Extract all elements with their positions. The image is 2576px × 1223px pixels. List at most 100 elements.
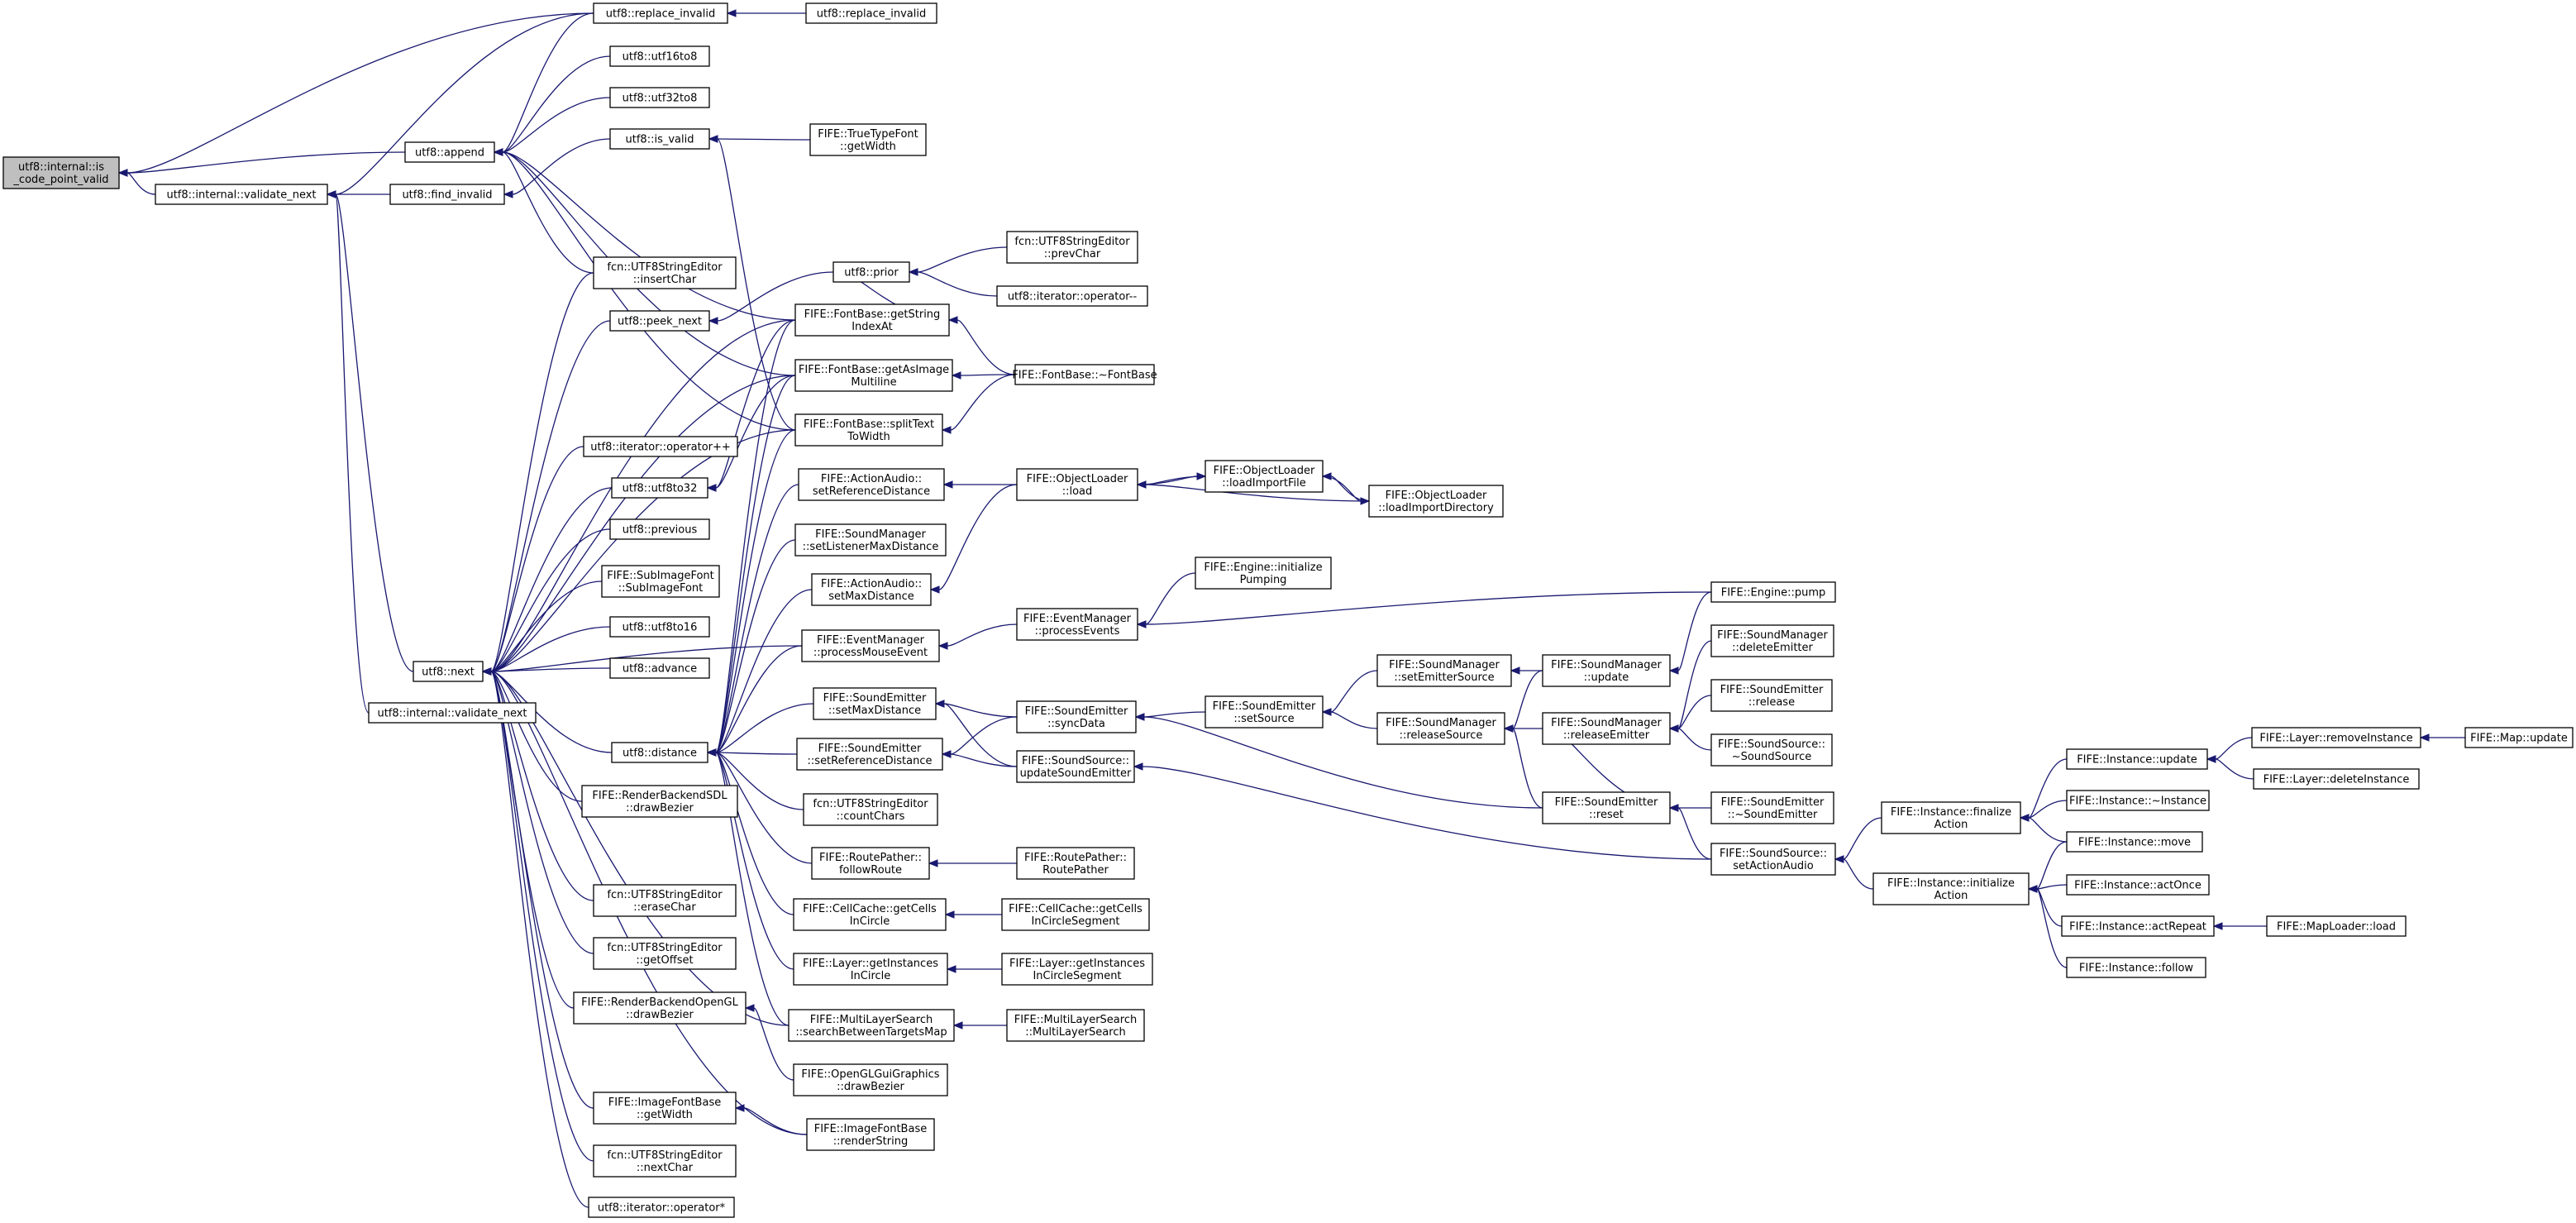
node-sm-deleteemitter[interactable]: FIFE::SoundManager::deleteEmitter (1710, 624, 1834, 657)
node-setactionaudio[interactable]: FIFE::SoundSource::setActionAudio (1710, 843, 1836, 876)
node-box[interactable] (2066, 831, 2203, 853)
node-box[interactable] (1001, 953, 1153, 986)
node-engine-pump[interactable]: FIFE::Engine::pump (1710, 581, 1836, 603)
node-map-update[interactable]: FIFE::Map::update (2464, 727, 2574, 748)
node-box[interactable] (1881, 801, 2021, 834)
node-box[interactable] (1205, 460, 1324, 493)
node-actionaudio-setref[interactable]: FIFE::ActionAudio::setReferenceDistance (798, 468, 945, 501)
node-iter-deref[interactable]: utf8::iterator::operator* (588, 1197, 735, 1218)
node-mls-search[interactable]: FIFE::MultiLayerSearch::searchBetweenTar… (788, 1009, 955, 1042)
node-box[interactable] (389, 184, 505, 205)
node-prior[interactable]: utf8::prior (832, 261, 910, 283)
node-box[interactable] (832, 261, 910, 283)
node-box[interactable] (1710, 624, 1834, 657)
node-instance-move[interactable]: FIFE::Instance::move (2066, 831, 2203, 853)
node-box[interactable] (805, 2, 937, 24)
node-se-setmaxdistance[interactable]: FIFE::SoundEmitter::setMaxDistance (813, 687, 937, 720)
node-box[interactable] (368, 702, 537, 724)
node-box[interactable] (2266, 915, 2407, 937)
node-box[interactable] (1710, 733, 1833, 767)
node-append[interactable]: utf8::append (404, 141, 495, 163)
node-validate-next2[interactable]: utf8::internal::validate_next (368, 702, 537, 724)
node-box[interactable] (793, 1063, 948, 1096)
node-box[interactable] (811, 847, 930, 880)
node-box[interactable] (809, 123, 927, 156)
node-box[interactable] (1542, 654, 1671, 687)
node-box[interactable] (1006, 1009, 1145, 1042)
node-prevchar[interactable]: fcn::UTF8StringEditor::prevChar (1006, 231, 1138, 264)
node-instance-dtor[interactable]: FIFE::Instance::~Instance (2066, 790, 2210, 811)
node-box[interactable] (803, 793, 938, 826)
node-box[interactable] (2251, 727, 2421, 748)
node-box[interactable] (1016, 847, 1135, 880)
node-sm-releaseemitter[interactable]: FIFE::SoundManager::releaseEmitter (1542, 712, 1671, 745)
node-next[interactable]: utf8::next (413, 661, 484, 682)
node-box[interactable] (811, 573, 932, 606)
node-box[interactable] (794, 359, 953, 392)
node-box[interactable] (1710, 843, 1836, 876)
node-box[interactable] (155, 184, 328, 205)
node-se-dtor[interactable]: FIFE::SoundEmitter::~SoundEmitter (1710, 791, 1834, 824)
node-actonce[interactable]: FIFE::Instance::actOnce (2066, 874, 2210, 896)
node-box[interactable] (609, 616, 710, 638)
node-box[interactable] (2066, 874, 2210, 896)
node-box[interactable] (1016, 750, 1135, 783)
node-loadimportfile[interactable]: FIFE::ObjectLoader::loadImportFile (1205, 460, 1324, 493)
node-box[interactable] (593, 2, 728, 24)
node-box[interactable] (2066, 790, 2210, 811)
node-ss-updatesoundemitter[interactable]: FIFE::SoundSource::updateSoundEmitter (1016, 750, 1135, 783)
node-actrepeat[interactable]: FIFE::Instance::actRepeat (2061, 915, 2215, 937)
node-erasechar[interactable]: fcn::UTF8StringEditor::eraseChar (593, 884, 737, 917)
node-box[interactable] (2253, 768, 2420, 790)
node-box[interactable] (593, 1144, 737, 1178)
node-replace-invalid1[interactable]: utf8::replace_invalid (593, 2, 728, 24)
node-box[interactable] (1542, 712, 1671, 745)
node-box[interactable] (2061, 915, 2215, 937)
node-box[interactable] (794, 413, 943, 447)
node-box[interactable] (1376, 712, 1505, 745)
node-box[interactable] (609, 87, 710, 108)
node-insertchar[interactable]: fcn::UTF8StringEditor::insertChar (593, 256, 737, 289)
node-box[interactable] (788, 1009, 955, 1042)
node-root[interactable]: utf8::internal::is_code_point_valid (2, 156, 120, 189)
node-truetype-getwidth[interactable]: FIFE::TrueTypeFont::getWidth (809, 123, 927, 156)
node-box[interactable] (1014, 364, 1155, 385)
node-box[interactable] (1016, 608, 1138, 641)
node-peek-next[interactable]: utf8::peek_next (609, 310, 710, 332)
node-box[interactable] (2, 156, 120, 189)
node-box[interactable] (2464, 727, 2574, 748)
node-actionaudio-setmax[interactable]: FIFE::ActionAudio::setMaxDistance (811, 573, 932, 606)
node-getoffset[interactable]: fcn::UTF8StringEditor::getOffset (593, 937, 737, 970)
node-box[interactable] (573, 991, 747, 1025)
node-box[interactable] (801, 629, 940, 662)
node-routepather-ctor[interactable]: FIFE::RoutePather::RoutePather (1016, 847, 1135, 880)
node-utf16to8[interactable]: utf8::utf16to8 (609, 45, 710, 67)
node-se-release[interactable]: FIFE::SoundEmitter::release (1710, 679, 1833, 712)
node-setlistenermax[interactable]: FIFE::SoundManager::setListenerMaxDistan… (794, 523, 947, 557)
node-loadimportdirectory[interactable]: FIFE::ObjectLoader::loadImportDirectory (1368, 485, 1504, 518)
node-utf32to8[interactable]: utf8::utf32to8 (609, 87, 710, 108)
node-advance[interactable]: utf8::advance (609, 657, 710, 679)
node-box[interactable] (588, 1197, 735, 1218)
node-rbogl-drawbezier[interactable]: FIFE::RenderBackendOpenGL::drawBezier (573, 991, 747, 1025)
node-box[interactable] (1710, 581, 1836, 603)
node-fontbase-dtor[interactable]: FIFE::FontBase::~FontBase (1012, 364, 1157, 385)
node-box[interactable] (1195, 557, 1332, 590)
node-sm-setemittersource[interactable]: FIFE::SoundManager::setEmitterSource (1376, 654, 1512, 687)
node-iter-minus[interactable]: utf8::iterator::operator-- (996, 285, 1148, 307)
node-box[interactable] (1205, 695, 1324, 729)
node-box[interactable] (609, 45, 710, 67)
node-box[interactable] (1376, 654, 1512, 687)
node-box[interactable] (609, 128, 710, 150)
node-se-reset[interactable]: FIFE::SoundEmitter::reset (1542, 791, 1671, 824)
node-box[interactable] (593, 884, 737, 917)
node-instance-update[interactable]: FIFE::Instance::update (2066, 748, 2208, 770)
node-box[interactable] (581, 785, 738, 818)
node-utf8to32[interactable]: utf8::utf8to32 (611, 477, 708, 499)
